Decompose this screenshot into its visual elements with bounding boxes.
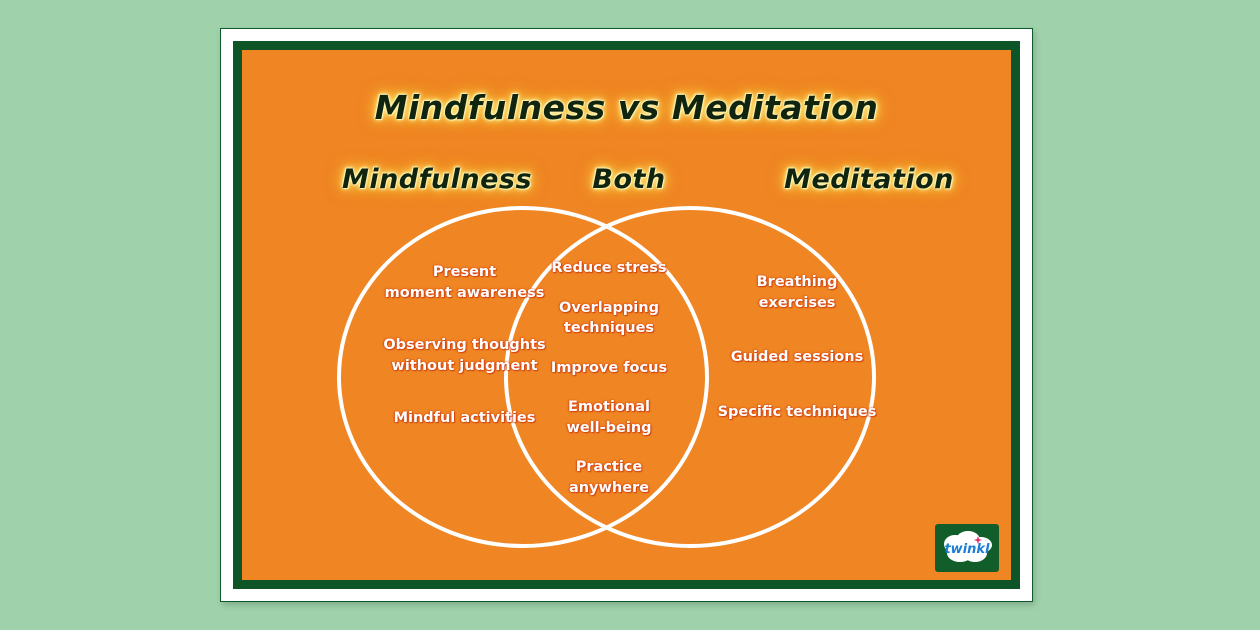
venn-label-mindfulness: Mindfulness: [341, 164, 533, 195]
venn-label-both: Both: [592, 164, 666, 195]
twinkl-logo: twinkl: [935, 524, 999, 572]
venn-item: Mindful activities: [393, 410, 536, 427]
poster-frame: Mindfulness vs Meditation Mindfulness Bo…: [220, 28, 1033, 602]
venn-item: Improve focus: [550, 359, 668, 376]
twinkl-cloud-icon: twinkl: [944, 531, 992, 562]
venn-label-meditation: Meditation: [784, 164, 954, 195]
twinkl-sparkle-icon: [974, 536, 982, 544]
venn-circle-meditation: [504, 206, 876, 548]
page-title: Mindfulness vs Meditation: [374, 88, 879, 127]
venn-item: Specific techniques: [717, 403, 877, 420]
venn-item: Reduce stress: [551, 260, 667, 276]
twinkl-wordmark: twinkl: [944, 542, 990, 557]
poster-canvas: Mindfulness vs Meditation Mindfulness Bo…: [242, 50, 1011, 580]
venn-item: Guided sessions: [730, 349, 864, 366]
poster-inner-border: Mindfulness vs Meditation Mindfulness Bo…: [233, 41, 1020, 589]
